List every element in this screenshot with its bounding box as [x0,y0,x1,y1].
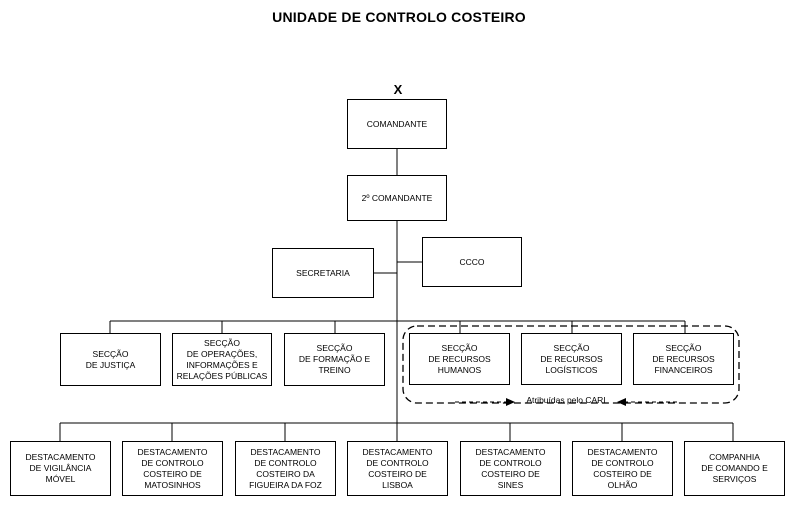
node-seccao-formacao: SECÇÃO DE FORMAÇÃO E TREINO [284,333,385,386]
node-seccao-recursos-humanos: SECÇÃO DE RECURSOS HUMANOS [409,333,510,385]
x-marker: X [393,82,403,97]
node-comandante: COMANDANTE [347,99,447,149]
node-destacamento-olhao: DESTACAMENTO DE CONTROLO COSTEIRO DE OLH… [572,441,673,496]
node-destacamento-matosinhos: DESTACAMENTO DE CONTROLO COSTEIRO DE MAT… [122,441,223,496]
node-seccao-recursos-financeiros: SECÇÃO DE RECURSOS FINANCEIROS [633,333,734,385]
arrow-right-icon [506,398,515,406]
node-destacamento-vigilancia-movel: DESTACAMENTO DE VIGILÂNCIA MÓVEL [10,441,111,496]
cari-group-note: Atribuídas pelo CARI [526,395,606,405]
arrow-left-icon [617,398,626,406]
node-seccao-operacoes: SECÇÃO DE OPERAÇÕES, INFORMAÇÕES E RELAÇ… [172,333,272,386]
node-secretaria: SECRETARIA [272,248,374,298]
node-ccco: CCCO [422,237,522,287]
node-destacamento-sines: DESTACAMENTO DE CONTROLO COSTEIRO DE SIN… [460,441,561,496]
chart-title: UNIDADE DE CONTROLO COSTEIRO [272,9,526,25]
node-destacamento-lisboa: DESTACAMENTO DE CONTROLO COSTEIRO DE LIS… [347,441,448,496]
node-destacamento-figueira-da-foz: DESTACAMENTO DE CONTROLO COSTEIRO DA FIG… [235,441,336,496]
node-segundo-comandante: 2º COMANDANTE [347,175,447,221]
node-seccao-justica: SECÇÃO DE JUSTIÇA [60,333,161,386]
cari-group-outline [402,325,740,404]
node-seccao-recursos-logisticos: SECÇÃO DE RECURSOS LOGÍSTICOS [521,333,622,385]
node-companhia-comando-servicos: COMPANHIA DE COMANDO E SERVIÇOS [684,441,785,496]
